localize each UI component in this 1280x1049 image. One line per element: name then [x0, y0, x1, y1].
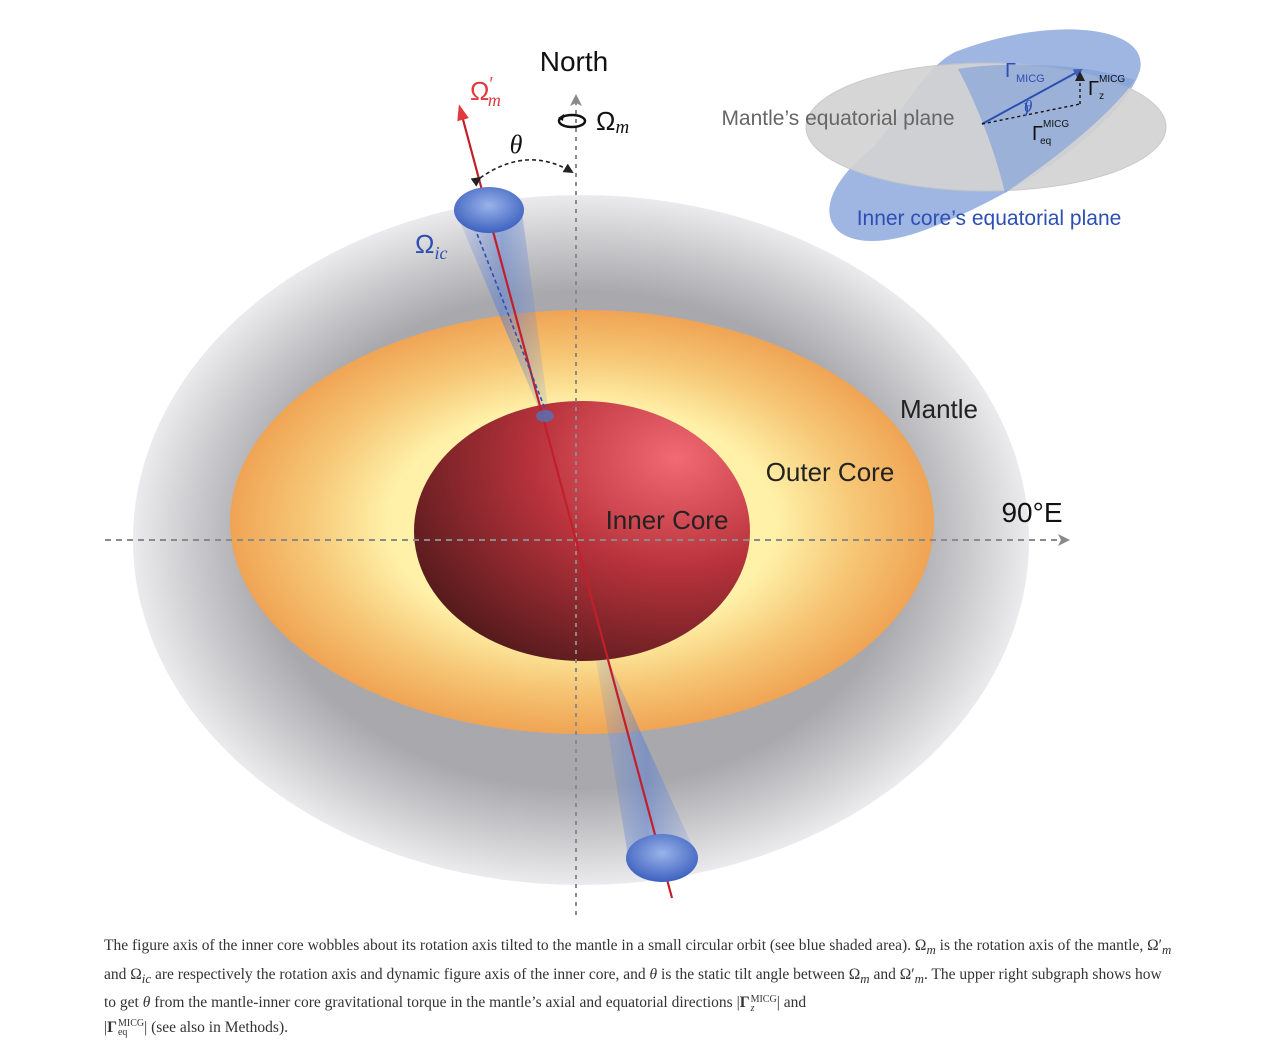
- theta-angle-arc: [470, 159, 574, 187]
- outer-core-label: Outer Core: [766, 457, 895, 487]
- omega-m-label: Ωm: [596, 106, 629, 138]
- inner-core-rotation-axis: [457, 104, 674, 899]
- inner-core-figure-axis: [473, 225, 548, 415]
- omega-m-rotation-icon: [557, 113, 587, 129]
- inner-core-axis-point: [536, 410, 554, 422]
- gamma-micg-label: ΓMICG: [1005, 60, 1045, 85]
- inset-theta-arc: [1024, 102, 1029, 117]
- figure-caption: The figure axis of the inner core wobble…: [104, 934, 1174, 1040]
- east-label: 90°E: [1001, 497, 1062, 528]
- lower-wobble-disc: [626, 834, 698, 882]
- gamma-micg-vector: [981, 69, 1083, 125]
- gamma-eq-vector: [981, 103, 1081, 125]
- inner-core-plane-label: Inner core’s equatorial plane: [857, 207, 1122, 230]
- theta-label: θ: [510, 130, 523, 159]
- upper-wobble-cone: [455, 210, 549, 414]
- earth-interior-diagram: North 90°E Mantle Outer Core Inner Core …: [105, 29, 1167, 915]
- upper-wobble-disc: [454, 187, 524, 233]
- omega-m-prime-label: Ω′m: [470, 74, 501, 110]
- plane-intersection-region: [958, 64, 1135, 193]
- inset-subgraph: Mantle’s equatorial plane Inner core’s e…: [721, 29, 1167, 241]
- north-label: North: [540, 46, 608, 77]
- mantle-label: Mantle: [900, 394, 978, 424]
- inner-core-ellipse: [414, 401, 750, 661]
- omega-ic-label: Ωic: [415, 229, 447, 263]
- mantle-plane-label: Mantle’s equatorial plane: [721, 107, 954, 130]
- inner-core-label: Inner Core: [606, 505, 729, 535]
- inset-theta-label: θ: [1024, 97, 1032, 116]
- caption-text: The figure axis of the inner core wobble…: [104, 937, 1172, 1039]
